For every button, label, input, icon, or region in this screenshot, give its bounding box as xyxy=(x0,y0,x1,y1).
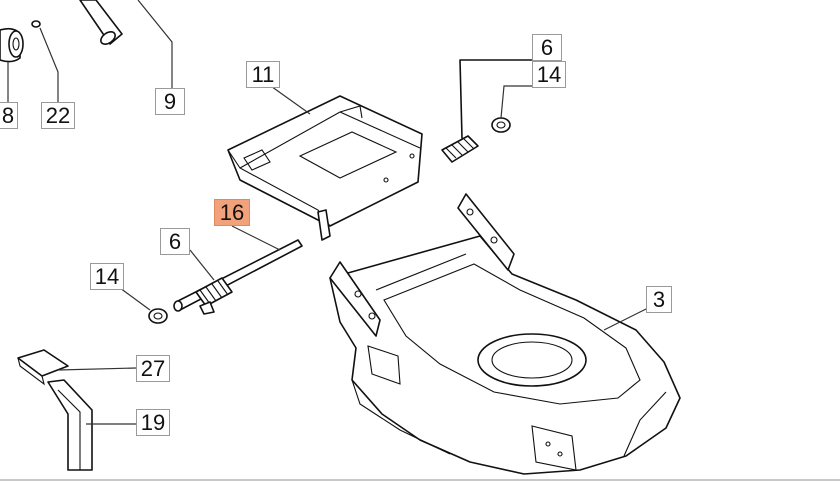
label-part-9[interactable]: 9 xyxy=(155,88,185,115)
bottom-border xyxy=(0,479,840,481)
part-6-spring-top[interactable] xyxy=(441,59,535,163)
label-part-14-top[interactable]: 14 xyxy=(532,61,566,88)
label-part-22[interactable]: 22 xyxy=(41,102,75,129)
part-11-cover[interactable] xyxy=(227,83,423,241)
part-9-rod[interactable] xyxy=(79,0,173,88)
label-part-16[interactable]: 16 xyxy=(214,199,250,226)
label-part-11[interactable]: 11 xyxy=(246,61,280,88)
part-6-spring-left[interactable] xyxy=(189,249,233,315)
part-22-washer[interactable] xyxy=(31,20,59,102)
label-part-8[interactable]: 8 xyxy=(0,102,18,129)
part-27-pad[interactable] xyxy=(17,349,137,386)
label-part-19[interactable]: 19 xyxy=(136,409,170,436)
label-part-27[interactable]: 27 xyxy=(136,355,170,382)
part-16-axle-rod[interactable] xyxy=(173,225,303,312)
part-8-knob[interactable] xyxy=(0,27,24,102)
label-part-14-left[interactable]: 14 xyxy=(90,263,124,290)
part-14-nut-left[interactable] xyxy=(119,287,168,324)
label-part-6-left[interactable]: 6 xyxy=(160,228,190,255)
part-14-nut-top[interactable] xyxy=(491,85,534,133)
label-part-3[interactable]: 3 xyxy=(646,286,672,313)
part-19-handle[interactable] xyxy=(47,379,136,471)
label-part-6-top[interactable]: 6 xyxy=(532,34,562,61)
part-3-deck[interactable] xyxy=(329,193,681,475)
